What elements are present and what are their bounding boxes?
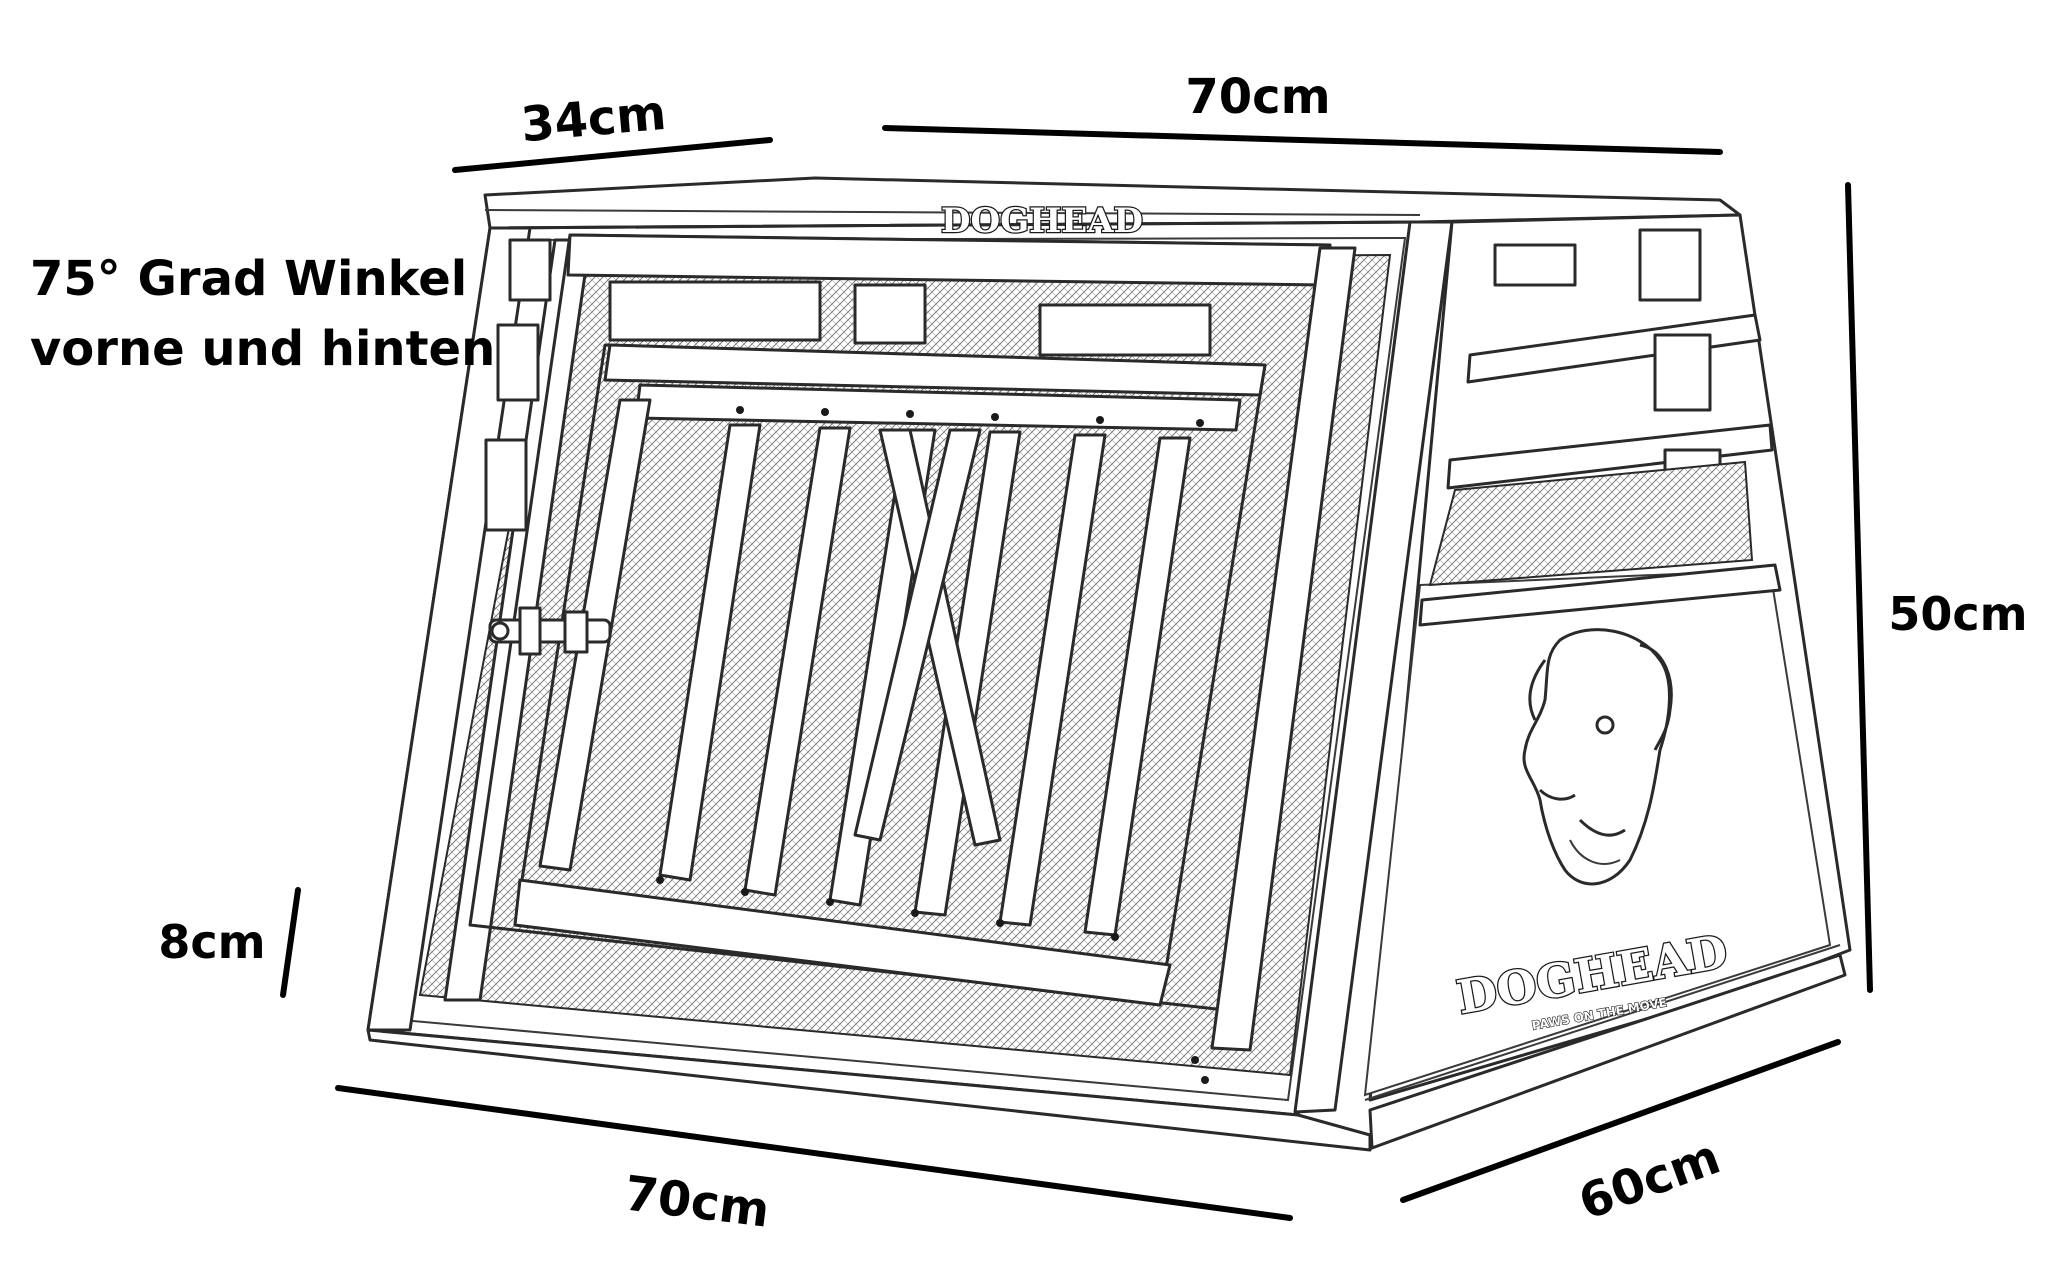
dim-line-height xyxy=(1845,182,1873,993)
label-top-depth: 34cm xyxy=(519,85,669,153)
door-bottom-rail xyxy=(513,878,1172,1007)
dim-line-bottom-depth xyxy=(1400,1039,1841,1203)
dim-line-top-depth xyxy=(452,137,773,173)
upper-window-1 xyxy=(608,280,822,342)
label-bottom-depth: 60cm xyxy=(1572,1129,1728,1231)
right-front-post xyxy=(1293,220,1454,1114)
angle-note-line-2: vorne und hinten xyxy=(30,321,495,377)
label-bottom-width: 70cm xyxy=(621,1165,772,1238)
upper-window-3 xyxy=(1038,303,1212,357)
left-slot-1 xyxy=(508,238,552,302)
angle-note-line-1: 75° Grad Winkel xyxy=(30,251,467,307)
left-slot-2 xyxy=(496,323,540,402)
left-slot-3 xyxy=(484,438,528,532)
side-mid-rail xyxy=(1418,563,1782,627)
dog-crate: DOGHEAD DOGHEAD PAWS ON THE MOVE xyxy=(366,176,1852,1152)
door-bars xyxy=(538,398,1192,937)
door-top-rail xyxy=(566,233,1332,287)
angle-note: 75° Grad Winkel vorne und hinten xyxy=(30,251,495,377)
left-post xyxy=(366,226,532,1032)
dimension-lines xyxy=(280,125,1873,1221)
crate-base-front xyxy=(366,1028,1372,1152)
side-rear-mesh xyxy=(1428,460,1754,587)
door-latch xyxy=(488,606,612,656)
center-post xyxy=(1210,246,1357,1052)
dim-line-top-width xyxy=(882,125,1723,155)
label-height: 50cm xyxy=(1888,587,2027,641)
upper-window-2 xyxy=(853,283,927,345)
crate-base-side xyxy=(1368,953,1847,1150)
label-floor-height: 8cm xyxy=(158,915,265,969)
interior-cross-brace xyxy=(853,428,1002,847)
dim-line-floor-height xyxy=(280,887,301,998)
door-inner-top-rail xyxy=(603,343,1267,397)
brand-logo-top: DOGHEAD xyxy=(941,201,1143,241)
dim-line-bottom-width xyxy=(335,1085,1293,1221)
dog-head-icon xyxy=(1522,628,1673,886)
label-top-width: 70cm xyxy=(1185,69,1330,125)
